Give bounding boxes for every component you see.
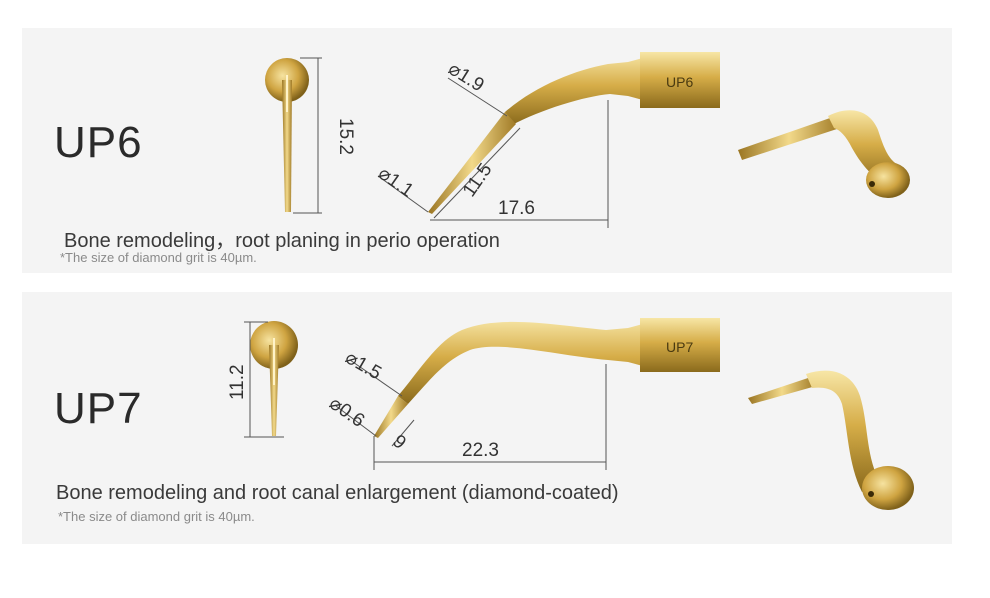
up7-model-label: UP7 [54, 384, 143, 433]
up7-tip-length-label: 6 [390, 429, 412, 452]
up7-reach-label: 22.3 [462, 440, 499, 461]
up7-engraved-tag: UP7 [666, 339, 693, 355]
up7-product-render [748, 370, 914, 510]
up6-engraved-tag: UP6 [666, 74, 693, 90]
up6-front-shank [282, 80, 292, 212]
up6-working-tip [428, 112, 516, 214]
up6-front-view: 15.2 [265, 57, 356, 214]
up7-side-view: UP7 22.3 ⌀1.5 ⌀0.6 6 [325, 318, 720, 470]
up6-tip-diameter-label: ⌀1.1 [374, 163, 417, 202]
up6-product-render [738, 110, 910, 198]
up6-length-label: 15.2 [335, 118, 356, 155]
up7-grit-note: *The size of diamond grit is 40µm. [58, 509, 255, 524]
up7-description: Bone remodeling and root canal enlargeme… [56, 482, 619, 504]
up7-tip-body [398, 318, 720, 404]
up6-side-view: UP6 17.6 ⌀1.9 11.5 ⌀1.1 [374, 52, 720, 228]
up6-reach-label: 17.6 [498, 198, 535, 219]
up7-hub [640, 318, 720, 372]
up7-front-view: 11.2 [227, 321, 298, 438]
up7-length-label: 11.2 [227, 364, 248, 400]
up7-front-shank [269, 345, 279, 436]
up6-hub [640, 52, 720, 108]
up7-tip-diameter-label: ⌀0.6 [325, 393, 368, 432]
up6-grit-note: *The size of diamond grit is 40µm. [60, 250, 257, 265]
up6-description: Bone remodeling，root planing in perio op… [64, 230, 500, 252]
up7-base-diameter-label: ⌀1.5 [342, 347, 385, 384]
up6-model-label: UP6 [54, 118, 143, 167]
up7-working-tip [374, 396, 408, 438]
up6-base-diameter-label: ⌀1.9 [444, 58, 487, 96]
